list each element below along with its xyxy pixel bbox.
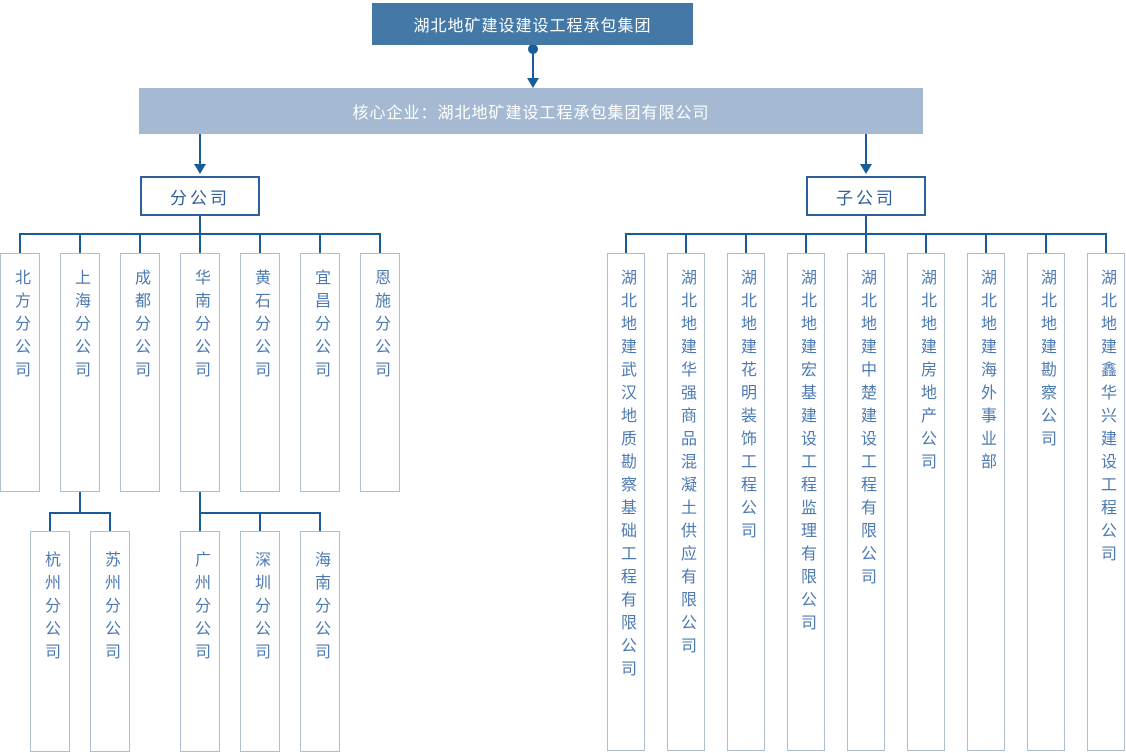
subsidiary-company-label: 湖北地建花明装饰工程公司 xyxy=(738,269,755,545)
sub-branch-company-label: 杭州分公司 xyxy=(42,551,59,666)
subsidiary-company-node: 湖北地建花明装饰工程公司 xyxy=(727,253,765,751)
branch-company-label: 宜昌分公司 xyxy=(312,269,329,384)
sub-branch-company-label: 海南分公司 xyxy=(312,551,329,666)
branch-company-node: 成都分公司 xyxy=(120,253,160,492)
branch-company-label: 华南分公司 xyxy=(192,269,209,384)
subsidiary-company-node: 湖北地建武汉地质勘察基础工程有限公司 xyxy=(607,253,645,751)
sub-branch-company-node: 海南分公司 xyxy=(300,531,340,752)
branch-company-node: 北方分公司 xyxy=(0,253,40,492)
sub-branch-company-label: 苏州分公司 xyxy=(102,551,119,666)
subsidiary-company-node: 湖北地建中楚建设工程有限公司 xyxy=(847,253,885,751)
sub-branch-company-node: 杭州分公司 xyxy=(30,531,70,752)
sub-branch-company-node: 苏州分公司 xyxy=(90,531,130,752)
branch-company-node: 上海分公司 xyxy=(60,253,100,492)
subsidiary-company-label: 湖北地建鑫华兴建设工程公司 xyxy=(1098,269,1115,568)
subsidiary-company-node: 湖北地建海外事业部 xyxy=(967,253,1005,751)
subsidiary-company-label: 湖北地建勘察公司 xyxy=(1038,269,1055,453)
subsidiary-company-node: 湖北地建勘察公司 xyxy=(1027,253,1065,751)
branch-company-label: 黄石分公司 xyxy=(252,269,269,384)
sub-branch-company-label: 深圳分公司 xyxy=(252,551,269,666)
core-enterprise-bar: 核心企业：湖北地矿建设工程承包集团有限公司 xyxy=(139,88,923,134)
subsidiaries-node: 子公司 xyxy=(806,176,926,216)
sub-branch-company-node: 深圳分公司 xyxy=(240,531,280,752)
subsidiary-company-node: 湖北地建华强商品混凝土供应有限公司 xyxy=(667,253,705,751)
branch-company-node: 恩施分公司 xyxy=(360,253,400,492)
branch-company-node: 宜昌分公司 xyxy=(300,253,340,492)
sub-branch-company-label: 广州分公司 xyxy=(192,551,209,666)
subsidiary-company-node: 湖北地建房地产公司 xyxy=(907,253,945,751)
branch-company-label: 成都分公司 xyxy=(132,269,149,384)
subsidiary-company-label: 湖北地建房地产公司 xyxy=(918,269,935,476)
branch-company-node: 黄石分公司 xyxy=(240,253,280,492)
subsidiary-company-label: 湖北地建宏基建设工程监理有限公司 xyxy=(798,269,815,637)
subsidiary-company-label: 湖北地建华强商品混凝土供应有限公司 xyxy=(678,269,695,660)
subsidiary-company-label: 湖北地建武汉地质勘察基础工程有限公司 xyxy=(618,269,635,683)
subsidiary-company-node: 湖北地建宏基建设工程监理有限公司 xyxy=(787,253,825,751)
subsidiary-company-label: 湖北地建海外事业部 xyxy=(978,269,995,476)
sub-branch-company-node: 广州分公司 xyxy=(180,531,220,752)
branch-company-label: 上海分公司 xyxy=(72,269,89,384)
subsidiary-company-label: 湖北地建中楚建设工程有限公司 xyxy=(858,269,875,591)
branch-company-label: 北方分公司 xyxy=(12,269,29,384)
branch-company-label: 恩施分公司 xyxy=(372,269,389,384)
branch-company-node: 华南分公司 xyxy=(180,253,220,492)
subsidiary-company-node: 湖北地建鑫华兴建设工程公司 xyxy=(1087,253,1125,751)
branch-companies-node: 分公司 xyxy=(140,176,260,216)
root-group-node: 湖北地矿建设建设工程承包集团 xyxy=(372,3,693,45)
